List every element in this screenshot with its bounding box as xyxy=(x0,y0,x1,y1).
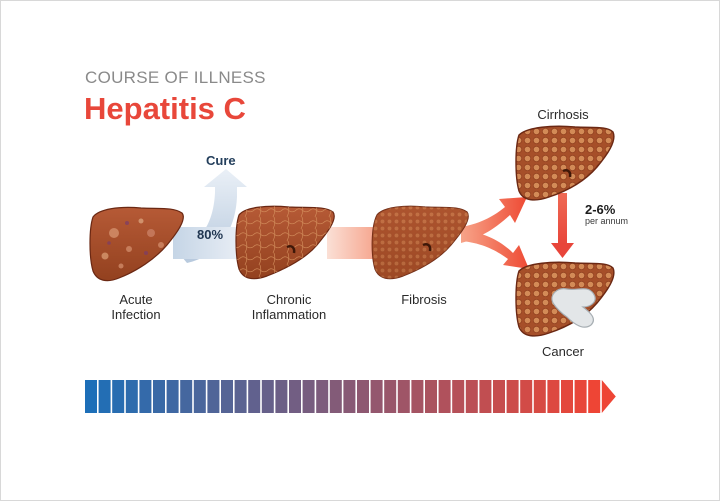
timeline-arrowhead xyxy=(601,380,616,413)
timeline-segment xyxy=(193,380,206,413)
stage-label-line: Acute xyxy=(119,292,153,307)
stage-label-line: Cirrhosis xyxy=(537,107,589,122)
timeline-segment xyxy=(275,380,288,413)
timeline-segment xyxy=(493,380,505,413)
timeline-segment xyxy=(234,380,247,413)
timeline-segment xyxy=(520,380,533,413)
timeline-segment xyxy=(561,380,573,413)
cure-percent: 80% xyxy=(197,227,224,242)
timeline-segment xyxy=(221,380,233,413)
timeline-segment xyxy=(397,380,410,413)
timeline-segment xyxy=(329,380,342,413)
stage-label-line: Cancer xyxy=(542,344,584,359)
timeline-segment xyxy=(125,380,138,413)
timeline-segment xyxy=(112,380,125,413)
liver-fibrosis xyxy=(371,205,469,280)
progression-rate-unit: per annum xyxy=(585,216,629,226)
timeline-segment xyxy=(180,380,193,413)
timeline-segment xyxy=(465,380,478,413)
timeline-segment xyxy=(425,380,437,413)
timeline-bar xyxy=(85,380,616,413)
band-acute-to-chronic xyxy=(173,227,241,259)
timeline-segment xyxy=(411,380,424,413)
progression-rate: 2-6% xyxy=(585,202,616,217)
band-chronic-to-fibrosis xyxy=(327,227,385,259)
timeline-segment xyxy=(302,380,315,413)
stage-label-cancer: Cancer xyxy=(523,344,603,359)
timeline-segment xyxy=(248,380,261,413)
timeline-segment xyxy=(289,380,301,413)
timeline-segment xyxy=(370,380,383,413)
timeline-segment xyxy=(153,380,165,413)
liver-cirrhosis xyxy=(515,125,615,201)
liver-cancer xyxy=(515,261,615,337)
timeline-segment xyxy=(452,380,465,413)
stage-label-acute-infection: Acute Infection xyxy=(99,292,173,322)
timeline-segment xyxy=(588,380,601,413)
timeline-segment xyxy=(98,380,111,413)
stage-label-line: Inflammation xyxy=(251,307,327,322)
stage-label-cirrhosis: Cirrhosis xyxy=(523,107,603,122)
liver-acute-infection xyxy=(89,206,184,282)
supertitle: COURSE OF ILLNESS xyxy=(85,68,266,87)
timeline-segment xyxy=(166,380,179,413)
timeline-segment xyxy=(139,380,152,413)
page-title: Hepatitis C xyxy=(84,91,246,126)
stage-label-chronic-inflammation: Chronic Inflammation xyxy=(229,292,349,322)
liver-chronic-inflammation xyxy=(235,205,335,280)
timeline-segment xyxy=(479,380,492,413)
timeline-segment xyxy=(357,380,369,413)
timeline-segment xyxy=(384,380,397,413)
timeline-segment xyxy=(506,380,519,413)
timeline-segment xyxy=(343,380,356,413)
stage-label-line: Fibrosis xyxy=(401,292,447,307)
timeline-segment xyxy=(533,380,546,413)
timeline-segment xyxy=(574,380,587,413)
split-arrows xyxy=(461,197,529,269)
timeline-segment xyxy=(207,380,220,413)
cure-arrow xyxy=(177,169,247,263)
timeline-segment xyxy=(547,380,560,413)
timeline-segment xyxy=(85,380,97,413)
stage-label-line: Chronic xyxy=(266,292,312,307)
stage-label-fibrosis: Fibrosis xyxy=(386,292,462,307)
timeline-segment xyxy=(438,380,451,413)
timeline-segment xyxy=(261,380,274,413)
down-arrow xyxy=(551,193,574,258)
stage-label-line: Infection xyxy=(111,307,161,322)
timeline-segment xyxy=(316,380,329,413)
tumor-mass xyxy=(551,288,596,328)
cure-label: Cure xyxy=(206,153,236,168)
